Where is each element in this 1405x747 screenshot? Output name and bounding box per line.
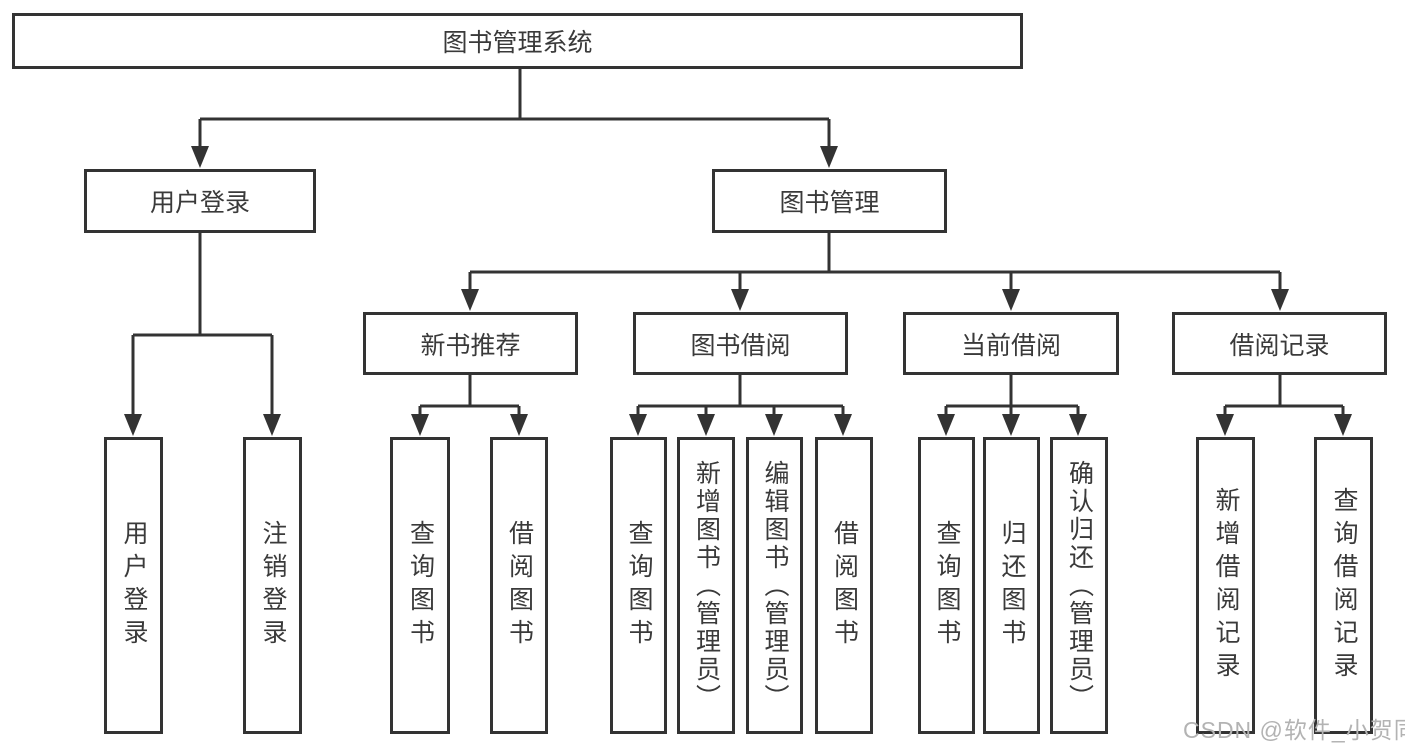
leaf-label: 确认归还（管理员） xyxy=(1065,459,1094,712)
arrowhead xyxy=(461,289,479,311)
arrowheads-records xyxy=(1216,414,1352,436)
connector-new-book-children xyxy=(418,375,521,418)
node-user-login: 用户登录 xyxy=(84,169,316,233)
leaf-label: 查询图书 xyxy=(625,519,653,652)
leaf-query-books-current: 查询图书 xyxy=(918,437,975,734)
node-label: 当前借阅 xyxy=(960,331,1061,360)
leaf-user-login: 用户登录 xyxy=(104,437,163,734)
node-borrowing-records: 借阅记录 xyxy=(1172,312,1387,375)
arrowhead xyxy=(510,414,528,436)
connector-book-borrow-children xyxy=(636,375,845,418)
node-current-borrowing: 当前借阅 xyxy=(903,312,1119,375)
node-label: 借阅记录 xyxy=(1229,331,1330,360)
arrowhead xyxy=(834,414,852,436)
leaf-label: 查询图书 xyxy=(933,519,961,652)
connector-records-children xyxy=(1223,375,1345,418)
leaf-query-books-recommend: 查询图书 xyxy=(390,437,450,734)
leaf-label: 注销登录 xyxy=(259,519,287,652)
node-book-borrowing: 图书借阅 xyxy=(633,312,848,375)
leaf-label: 借阅图书 xyxy=(830,519,859,652)
arrowhead xyxy=(731,289,749,311)
arrowhead xyxy=(1002,289,1020,311)
arrowhead xyxy=(629,414,647,436)
node-label: 用户登录 xyxy=(149,189,250,217)
leaf-confirm-return-admin: 确认归还（管理员） xyxy=(1050,437,1108,734)
arrowhead xyxy=(411,414,429,436)
arrowhead xyxy=(820,146,838,168)
arrowheads-level2 xyxy=(191,146,838,168)
arrowhead xyxy=(1271,289,1289,311)
leaf-return-books: 归还图书 xyxy=(983,437,1040,734)
arrowhead xyxy=(765,414,783,436)
arrowheads-current-borrow xyxy=(937,414,1087,436)
leaf-label: 借阅图书 xyxy=(505,519,534,652)
arrowheads-new-book xyxy=(411,414,528,436)
arrowhead xyxy=(1002,414,1020,436)
connector-current-borrow-children xyxy=(944,375,1080,418)
arrowhead xyxy=(1069,414,1087,436)
leaf-label: 查询图书 xyxy=(406,519,435,652)
node-new-book-recommendation: 新书推荐 xyxy=(363,312,578,375)
watermark: CSDN @软件_小贺同学 xyxy=(1183,717,1405,743)
leaf-label: 归还图书 xyxy=(998,519,1026,652)
leaf-edit-books-admin: 编辑图书（管理员） xyxy=(746,437,803,734)
leaf-label: 编辑图书（管理员） xyxy=(761,459,789,712)
leaf-add-borrow-record: 新增借阅记录 xyxy=(1196,437,1255,734)
node-label: 图书管理系统 xyxy=(442,29,593,57)
node-label: 新书推荐 xyxy=(420,331,521,360)
leaf-query-books-borrow: 查询图书 xyxy=(610,437,667,734)
leaf-query-borrow-record: 查询借阅记录 xyxy=(1314,437,1373,734)
arrowheads-book-borrow xyxy=(629,414,852,436)
arrowheads-level3 xyxy=(461,289,1289,311)
node-label: 图书借阅 xyxy=(690,331,791,360)
leaf-borrow-books: 借阅图书 xyxy=(815,437,873,734)
arrowhead xyxy=(191,146,209,168)
leaf-logout: 注销登录 xyxy=(243,437,302,734)
arrowhead xyxy=(124,414,142,436)
arrowhead xyxy=(1216,414,1234,436)
arrowhead xyxy=(263,414,281,436)
connector-root-to-level2 xyxy=(198,68,831,150)
leaf-label: 新增借阅记录 xyxy=(1212,486,1240,685)
node-library-management-system: 图书管理系统 xyxy=(12,13,1023,69)
connector-book-management-level3 xyxy=(468,233,1282,293)
leaf-label: 用户登录 xyxy=(120,519,148,652)
node-book-management: 图书管理 xyxy=(712,169,947,233)
node-label: 图书管理 xyxy=(779,189,880,217)
leaf-label: 新增图书（管理员） xyxy=(692,459,721,712)
arrowheads-user-login xyxy=(124,414,281,436)
leaf-add-books-admin: 新增图书（管理员） xyxy=(677,437,735,734)
arrowhead xyxy=(697,414,715,436)
leaf-borrow-books-recommend: 借阅图书 xyxy=(490,437,548,734)
arrowhead xyxy=(937,414,955,436)
leaf-label: 查询借阅记录 xyxy=(1330,486,1358,685)
arrowhead xyxy=(1334,414,1352,436)
connector-user-login-children xyxy=(131,233,274,418)
